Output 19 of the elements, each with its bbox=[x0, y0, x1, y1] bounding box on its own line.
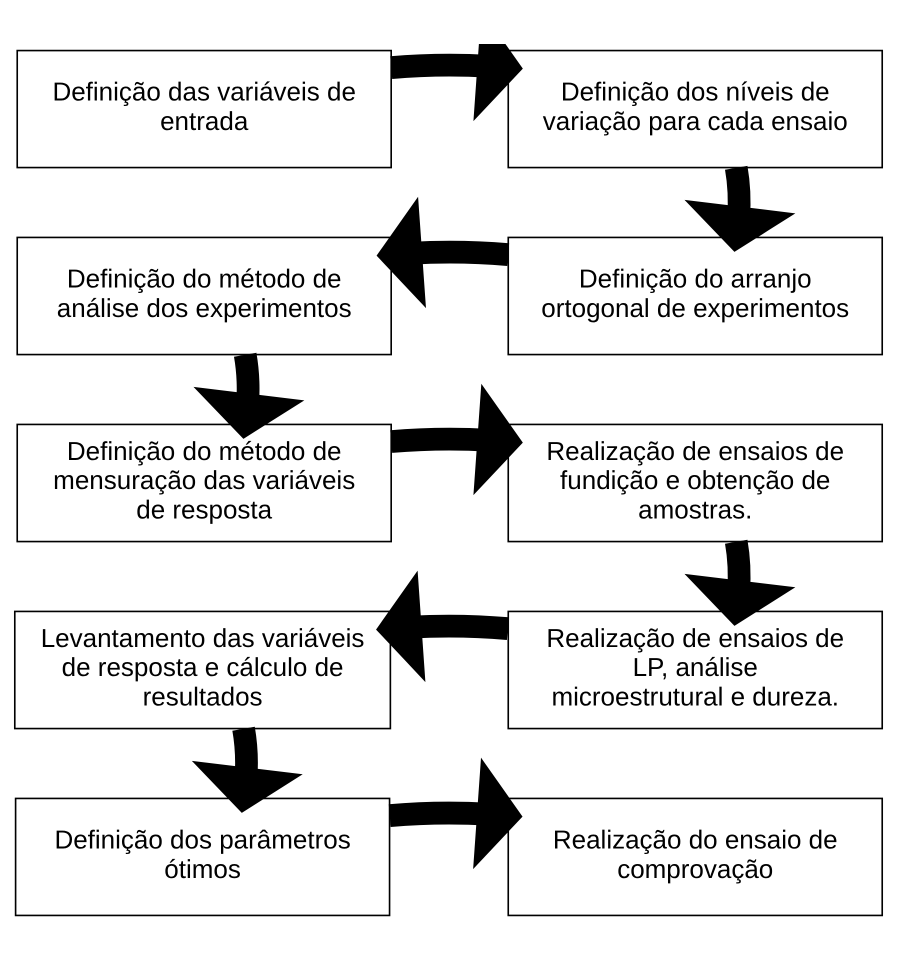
arrow bbox=[388, 757, 523, 869]
arrow bbox=[684, 539, 796, 626]
node-box: Definição do método de mensuração das variáveis de resposta bbox=[16, 423, 392, 542]
node-box: Realização de ensaios de LP, análise microestrutural e dureza. bbox=[507, 610, 884, 729]
node-box: Realização do ensaio de comprovação bbox=[507, 797, 884, 916]
node-box: Definição das variáveis de entrada bbox=[16, 49, 392, 168]
arrow bbox=[390, 44, 523, 121]
node-box: Definição do método de análise dos experimentos bbox=[16, 236, 392, 355]
arrow bbox=[390, 383, 523, 495]
node-box: Definição dos parâmetros ótimos bbox=[14, 797, 390, 916]
node-box: Definição dos níveis de variação para cada ensaio bbox=[507, 49, 884, 168]
node-box: Definição do arranjo ortogonal de experimentos bbox=[507, 236, 884, 355]
arrow bbox=[192, 726, 303, 812]
arrow bbox=[376, 196, 510, 308]
arrow bbox=[193, 352, 304, 438]
arrow bbox=[684, 165, 796, 252]
node-box: Realização de ensaios de fundição e obtenção de amostras. bbox=[507, 423, 884, 542]
node-box: Levantamento das variáveis de resposta e cálculo de resultados bbox=[14, 610, 392, 729]
arrow bbox=[376, 570, 509, 682]
